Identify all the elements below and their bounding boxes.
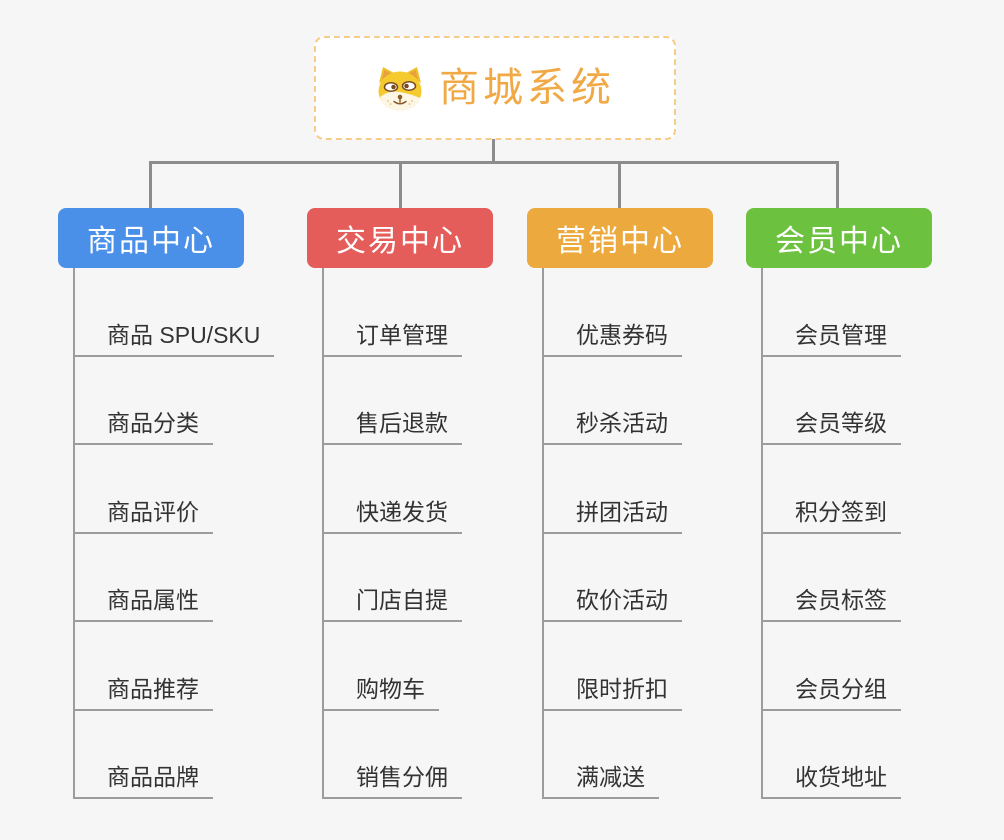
leaf-node[interactable]: 门店自提 [324,589,462,622]
leaf-row: 积分签到 [763,445,1003,534]
leaf-node[interactable]: 会员分组 [763,677,901,711]
connector-stem [492,139,495,161]
leaf-node[interactable]: 会员管理 [763,323,901,357]
leaf-node[interactable]: 销售分佣 [324,766,462,799]
root-title: 商城系统 [439,66,615,110]
leaf-node[interactable]: 商品 SPU/SKU [75,323,275,357]
branch-children-member-center: 会员管理会员等级积分签到会员标签会员分组收货地址 [761,268,1003,799]
leaf-node[interactable]: 限时折扣 [544,677,682,711]
leaf-node[interactable]: 订单管理 [324,323,462,357]
branch-node-member-center[interactable]: 会员中心 [746,208,932,268]
leaf-node[interactable]: 商品属性 [75,589,213,622]
leaf-row: 优惠券码 [544,268,784,357]
leaf-node[interactable]: 商品品牌 [75,766,213,799]
leaf-row: 销售分佣 [324,711,564,799]
leaf-row: 会员等级 [763,357,1003,445]
leaf-row: 门店自提 [324,534,564,622]
branch-node-marketing-center[interactable]: 营销中心 [527,208,713,268]
leaf-row: 秒杀活动 [544,357,784,445]
leaf-row: 订单管理 [324,268,564,357]
branch-node-product-center[interactable]: 商品中心 [58,208,244,268]
leaf-node[interactable]: 会员等级 [763,412,901,445]
leaf-row: 商品推荐 [75,622,315,711]
leaf-row: 商品 SPU/SKU [75,268,315,357]
branch-children-trade-center: 订单管理售后退款快递发货门店自提购物车销售分佣 [322,268,564,799]
leaf-node[interactable]: 商品评价 [75,500,213,534]
leaf-node[interactable]: 收货地址 [763,766,901,799]
leaf-row: 满减送 [544,711,784,799]
leaf-row: 收货地址 [763,711,1003,799]
leaf-row: 限时折扣 [544,622,784,711]
leaf-node[interactable]: 秒杀活动 [544,412,682,445]
leaf-row: 售后退款 [324,357,564,445]
branch-children-product-center: 商品 SPU/SKU 商品分类商品评价商品属性商品推荐商品品牌 [73,268,315,799]
connector-drop-marketing-center [618,161,621,208]
leaf-row: 商品属性 [75,534,315,622]
leaf-node[interactable]: 商品推荐 [75,677,213,711]
leaf-node[interactable]: 购物车 [324,677,439,711]
leaf-node[interactable]: 积分签到 [763,500,901,534]
leaf-node[interactable]: 商品分类 [75,412,213,445]
leaf-row: 商品评价 [75,445,315,534]
leaf-row: 会员分组 [763,622,1003,711]
connector-drop-member-center [836,161,839,208]
leaf-row: 商品品牌 [75,711,315,799]
branch-children-marketing-center: 优惠券码秒杀活动拼团活动砍价活动限时折扣满减送 [542,268,784,799]
branch-node-trade-center[interactable]: 交易中心 [307,208,493,268]
leaf-row: 商品分类 [75,357,315,445]
leaf-node[interactable]: 满减送 [544,766,659,799]
leaf-node[interactable]: 拼团活动 [544,500,682,534]
connector-drop-product-center [149,161,152,208]
leaf-node[interactable]: 会员标签 [763,589,901,622]
leaf-node[interactable]: 快递发货 [324,500,462,534]
leaf-row: 砍价活动 [544,534,784,622]
leaf-row: 快递发货 [324,445,564,534]
leaf-row: 会员标签 [763,534,1003,622]
leaf-node[interactable]: 优惠券码 [544,323,682,357]
leaf-node[interactable]: 砍价活动 [544,589,682,622]
root-node[interactable]: 商城系统 [314,36,676,140]
connector-horizontal [149,161,839,164]
connector-drop-trade-center [399,161,402,208]
doge-icon [378,67,422,111]
leaf-row: 购物车 [324,622,564,711]
leaf-node[interactable]: 售后退款 [324,412,462,445]
leaf-row: 拼团活动 [544,445,784,534]
leaf-row: 会员管理 [763,268,1003,357]
